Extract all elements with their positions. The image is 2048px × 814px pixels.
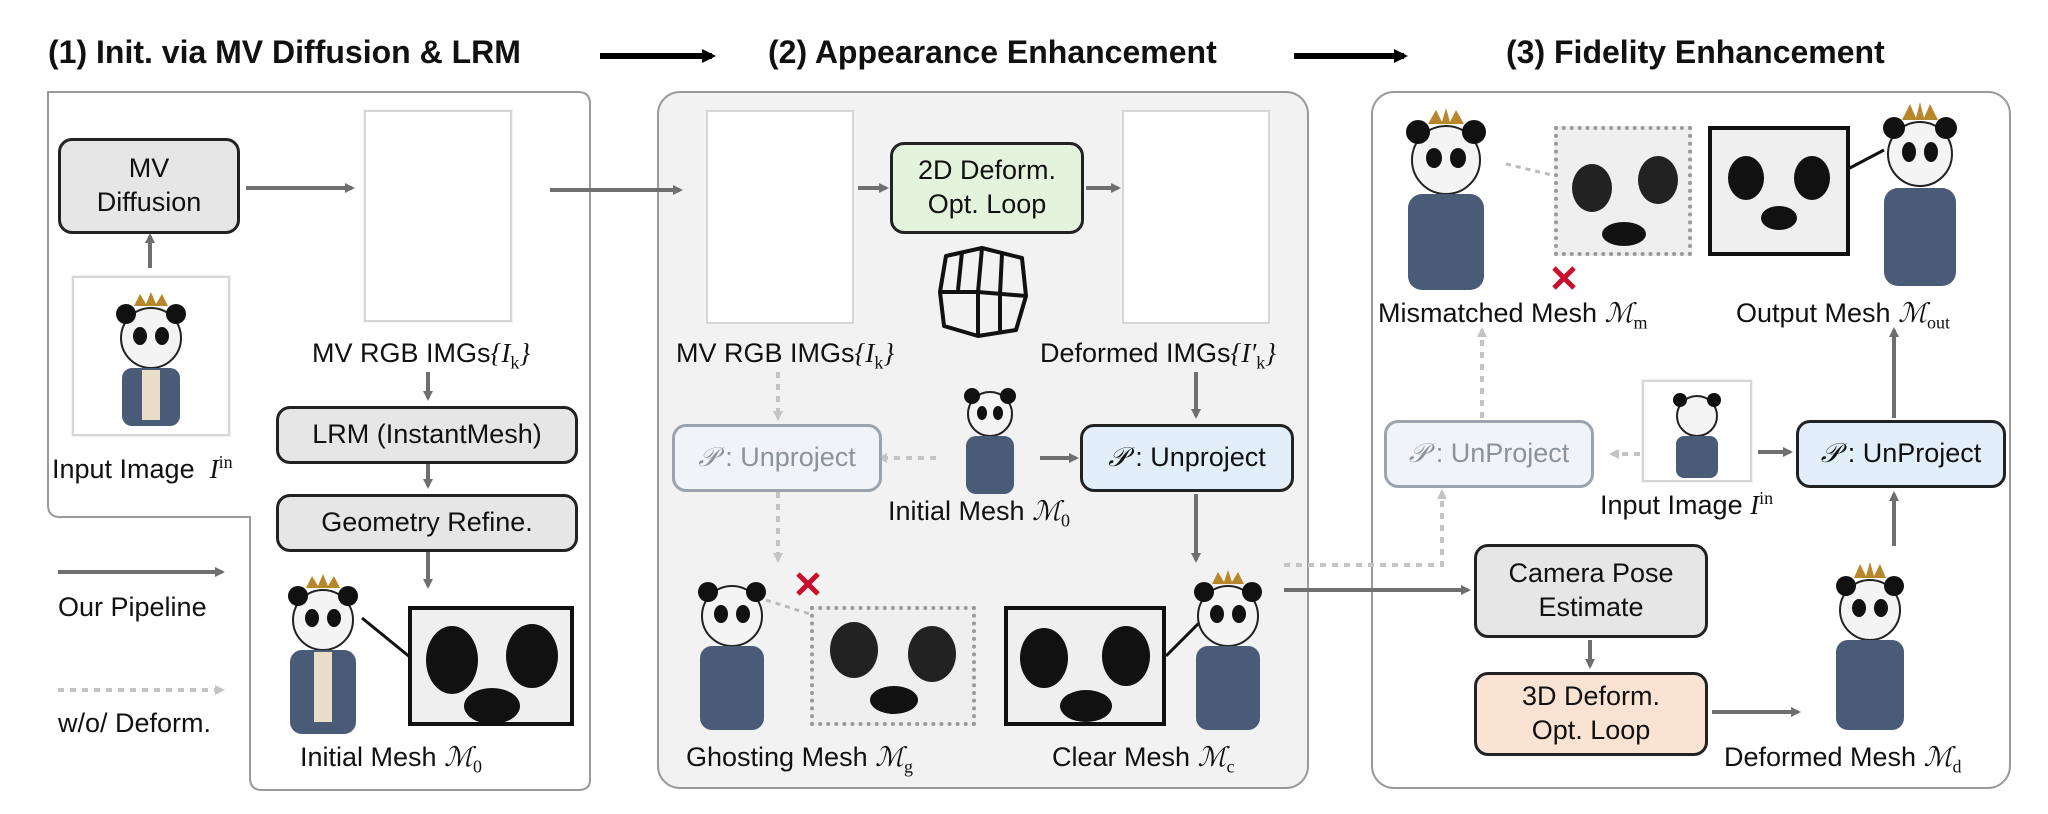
panda-icon [1836,562,1904,730]
mismatched-mesh-figure [1386,104,1506,294]
panda-icon [1673,393,1721,478]
deform-2d-node: 2D Deform. Opt. Loop [890,142,1084,234]
ghosting-mesh-zoom [810,606,976,726]
mv-rgb-label-1: MV RGB IMGs{Ik} [312,338,531,373]
panda-icon [964,388,1016,494]
panda-face-icon [1572,156,1678,246]
ghosting-mesh-label: Ghosting Mesh ℳg [686,742,913,777]
mv-diffusion-node: MV Diffusion [58,138,240,234]
clear-mesh-zoom [1004,606,1166,726]
panda-icon [116,292,186,426]
mismatched-mesh-zoom [1554,126,1692,256]
deformed-imgs-label: Deformed IMGs{I′k} [1040,338,1277,373]
initial-mesh-small [948,380,1032,498]
panda-face-icon [830,622,956,714]
unproject-faded-node: 𝒫 : Unproject [672,424,882,492]
mv-images-2 [706,110,854,324]
mismatched-mesh-label: Mismatched Mesh ℳm [1378,298,1648,333]
deformed-images [1122,110,1270,324]
section-title-3: (3) Fidelity Enhancement [1506,34,1885,70]
deformed-mesh-figure [1810,556,1930,736]
mv-rgb-label-2: MV RGB IMGs{Ik} [676,338,895,373]
unproject-node-3: 𝒫 : UnProject [1796,420,2006,488]
unproject-node: 𝒫 : Unproject [1080,424,1294,492]
output-mesh-label: Output Mesh ℳout [1736,298,1950,333]
panda-icon [1883,102,1957,286]
panda-face-icon [1728,156,1830,230]
panda-face-icon [1020,626,1150,722]
mv-images-1 [364,110,512,322]
input-image-thumb [72,276,230,436]
deformed-mesh-label: Deformed Mesh ℳd [1724,742,1962,777]
initial-mesh-zoom [408,606,574,726]
panda-face-icon [426,624,558,722]
input-image-label: Input Image Iin [52,452,233,484]
unproject-faded-node-3: 𝒫 : UnProject [1384,420,1594,488]
panda-icon [1194,570,1262,730]
cross-icon-mismatched [1552,266,1576,290]
legend-wo-deform-label: w/o/ Deform. [58,708,212,738]
section-title-2: (2) Appearance Enhancement [768,34,1217,70]
camera-pose-node: Camera Pose Estimate [1474,544,1708,638]
cross-icon-ghosting [796,572,820,596]
output-mesh-zoom [1708,126,1850,256]
deform-3d-node: 3D Deform. Opt. Loop [1474,672,1708,756]
lrm-node: LRM (InstantMesh) [276,406,578,464]
panda-icon [698,582,766,730]
ghosting-mesh-figure [680,566,784,736]
deform-grid-icon [938,246,1028,338]
initial-mesh-figure [268,570,378,740]
clear-mesh-figure [1176,566,1280,736]
geometry-refine-node: Geometry Refine. [276,494,578,552]
output-mesh-figure [1862,96,1978,292]
input-image-label-3: Input Image Iin [1600,488,1774,520]
panda-icon [288,574,358,734]
input-image-thumb-3 [1642,380,1752,482]
clear-mesh-label: Clear Mesh ℳc [1052,742,1235,777]
panda-icon [1406,108,1486,290]
section-title-1: (1) Init. via MV Diffusion & LRM [48,34,521,70]
initial-mesh-label-2: Initial Mesh ℳ0 [888,496,1070,531]
legend-pipeline-label: Our Pipeline [58,592,207,622]
initial-mesh-label-1: Initial Mesh ℳ0 [300,742,482,777]
